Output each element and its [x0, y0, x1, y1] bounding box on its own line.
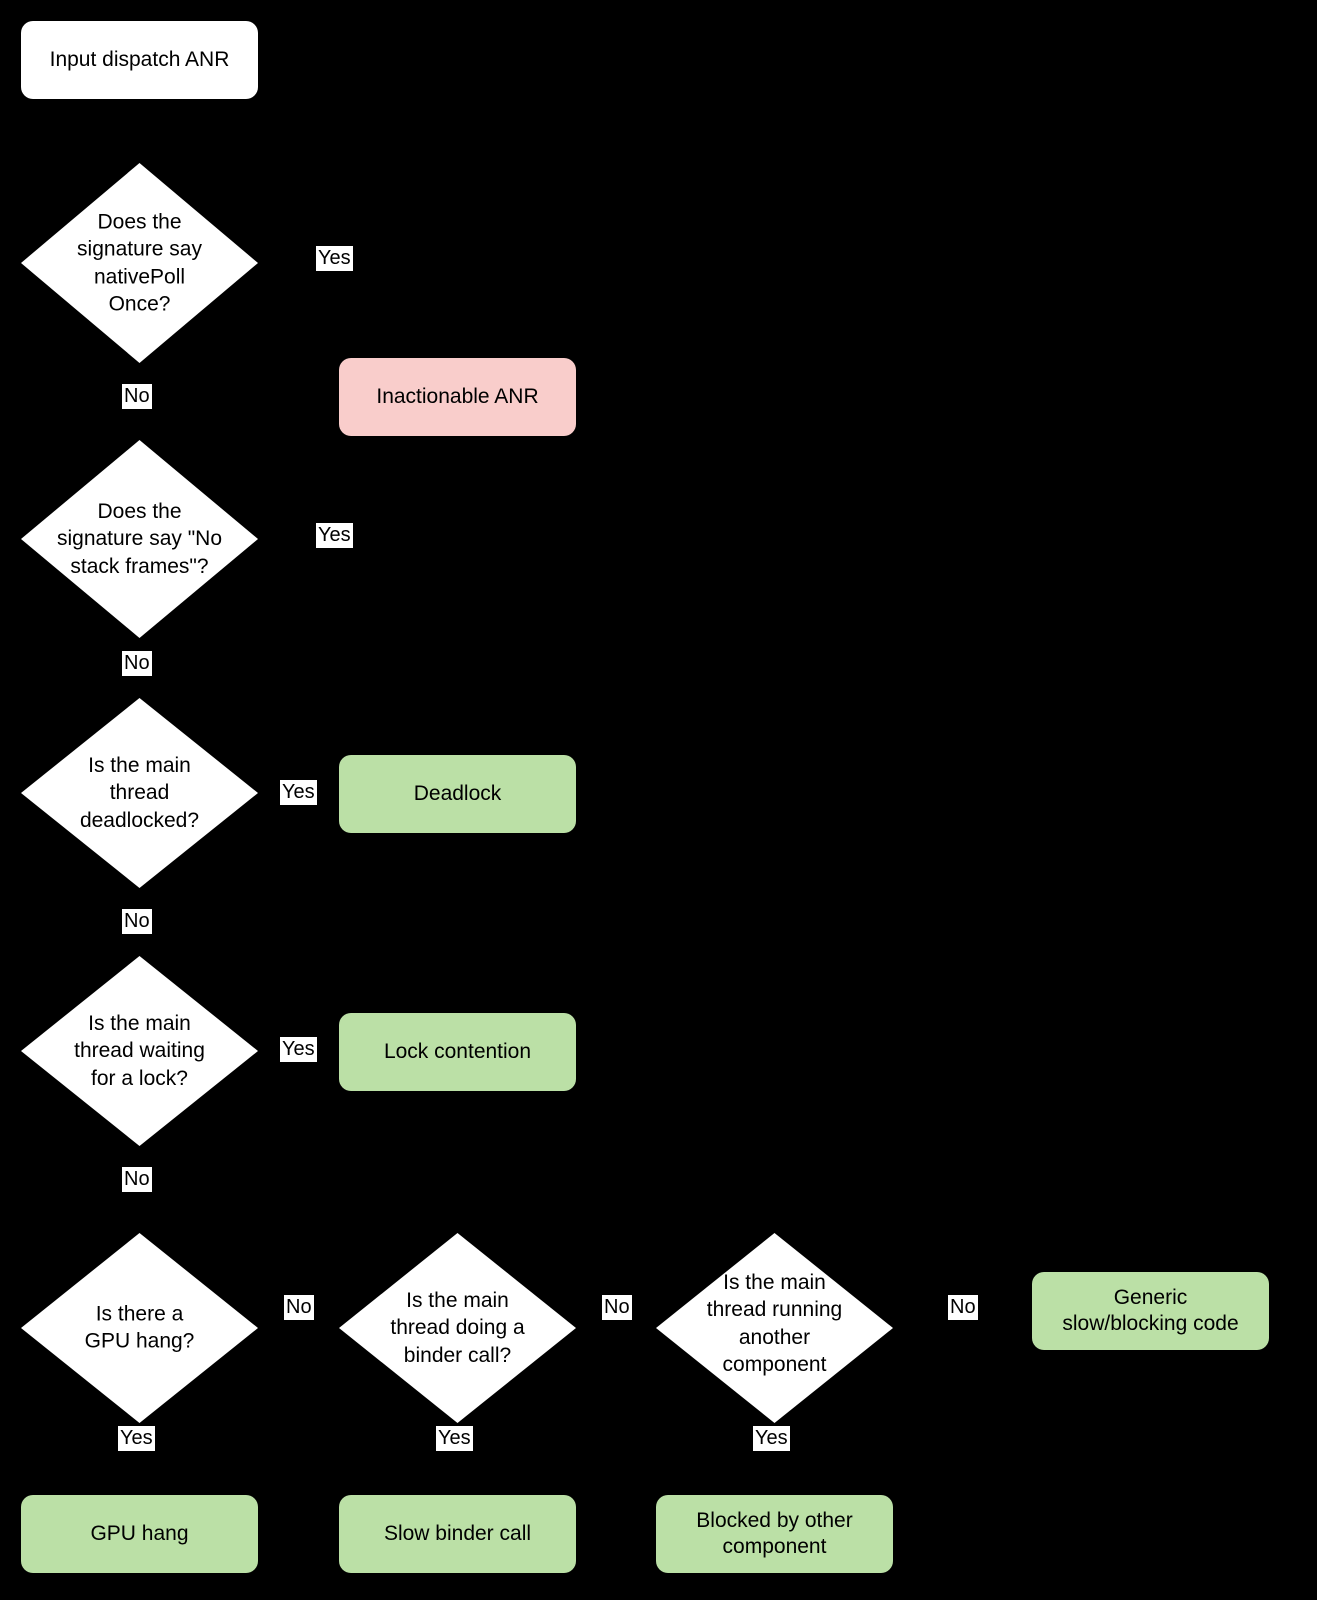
diamond-shape [21, 1233, 258, 1423]
node-gpu-hang[interactable]: GPU hang [21, 1495, 258, 1573]
edge-label-yes-deadlocked: Yes [280, 780, 317, 805]
node-input-dispatch-anr[interactable]: Input dispatch ANR [21, 21, 258, 99]
connector-q5-no-to-q6 [258, 1327, 348, 1329]
edge-label-no-no-stack-frames: No [122, 651, 152, 676]
diamond-shape [21, 698, 258, 888]
node-question-running-another-component[interactable]: Is the main thread running another compo… [656, 1233, 893, 1423]
node-blocked-by-other-component[interactable]: Blocked by other component [656, 1495, 893, 1573]
diamond-shape [21, 163, 258, 363]
connector-start-to-q1 [138, 98, 140, 163]
node-generic-slow-blocking-code[interactable]: Generic slow/blocking code [1032, 1272, 1269, 1350]
connector-q1-no-to-q2 [138, 363, 140, 455]
node-question-nativepollonce[interactable]: Does the signature say nativePoll Once? [21, 163, 258, 363]
node-question-waiting-for-lock[interactable]: Is the main thread waiting for a lock? [21, 956, 258, 1146]
edge-label-yes-no-stack-frames: Yes [316, 523, 353, 548]
node-question-binder-call[interactable]: Is the main thread doing a binder call? [339, 1233, 576, 1423]
node-question-main-thread-deadlocked[interactable]: Is the main thread deadlocked? [21, 698, 258, 888]
edge-label-yes-waiting-lock: Yes [280, 1037, 317, 1062]
edge-label-no-waiting-lock: No [122, 1167, 152, 1192]
node-deadlock[interactable]: Deadlock [339, 755, 576, 833]
diamond-shape [656, 1233, 893, 1423]
edge-label-no-deadlocked: No [122, 909, 152, 934]
edge-label-no-gpu-hang: No [284, 1295, 314, 1320]
node-inactionable-anr[interactable]: Inactionable ANR [339, 358, 576, 436]
connector-q1-yes-to-pink-h [258, 262, 458, 264]
connector-q1-yes-to-pink-v [456, 263, 458, 357]
node-question-no-stack-frames[interactable]: Does the signature say "No stack frames"… [21, 440, 258, 638]
node-question-gpu-hang[interactable]: Is there a GPU hang? [21, 1233, 258, 1423]
connector-q7-yes-to-blocked [773, 1422, 775, 1495]
edge-label-yes-binder-call: Yes [436, 1426, 473, 1451]
node-slow-binder-call[interactable]: Slow binder call [339, 1495, 576, 1573]
connector-q6-yes-to-binder [456, 1423, 458, 1495]
edge-label-yes-gpu-hang: Yes [118, 1426, 155, 1451]
diamond-shape [21, 440, 258, 638]
connector-q5-yes-to-gpu [138, 1423, 140, 1495]
edge-label-yes-nativepollonce: Yes [316, 246, 353, 271]
edge-label-no-other-component: No [948, 1295, 978, 1320]
edge-label-no-nativepollonce: No [122, 384, 152, 409]
edge-label-yes-other-component: Yes [753, 1426, 790, 1451]
diamond-shape [339, 1233, 576, 1423]
edge-label-no-binder-call: No [602, 1295, 632, 1320]
connector-q2-yes-h [258, 538, 458, 540]
connector-q6-no-to-q7 [578, 1327, 667, 1329]
connector-q7-no-to-generic [893, 1327, 1033, 1329]
diamond-shape [21, 956, 258, 1146]
node-lock-contention[interactable]: Lock contention [339, 1013, 576, 1091]
